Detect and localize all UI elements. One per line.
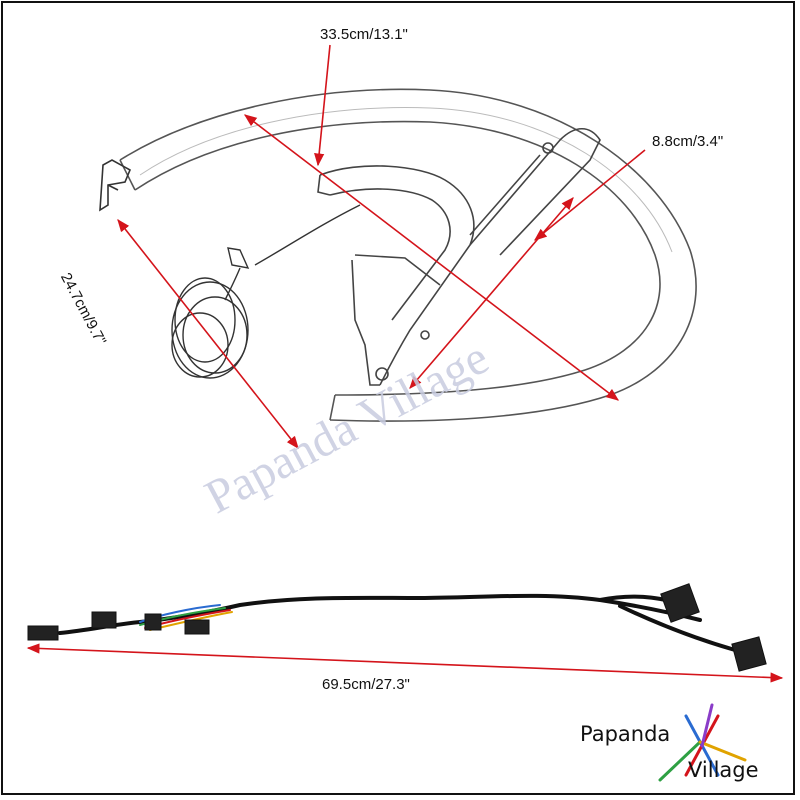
logo-text-line2: Village (688, 758, 759, 782)
dimension-lines (26, 44, 784, 683)
wire-harness (27, 583, 767, 672)
bar-leader-line (534, 149, 646, 241)
mount-bracket (99, 159, 132, 212)
logo-mark (658, 703, 747, 782)
harness-dimension-line (26, 643, 784, 683)
height-dimension-line (117, 218, 299, 450)
logo-text-line1: Papanda (580, 722, 671, 746)
wire-coil (171, 204, 361, 379)
bar-dimension-label: 8.8cm/3.4" (652, 133, 724, 150)
width-leader-line (314, 44, 331, 167)
harness-dimension-label: 69.5cm/27.3" (322, 676, 410, 693)
width-dimension-label: 33.5cm/13.1" (320, 26, 408, 43)
